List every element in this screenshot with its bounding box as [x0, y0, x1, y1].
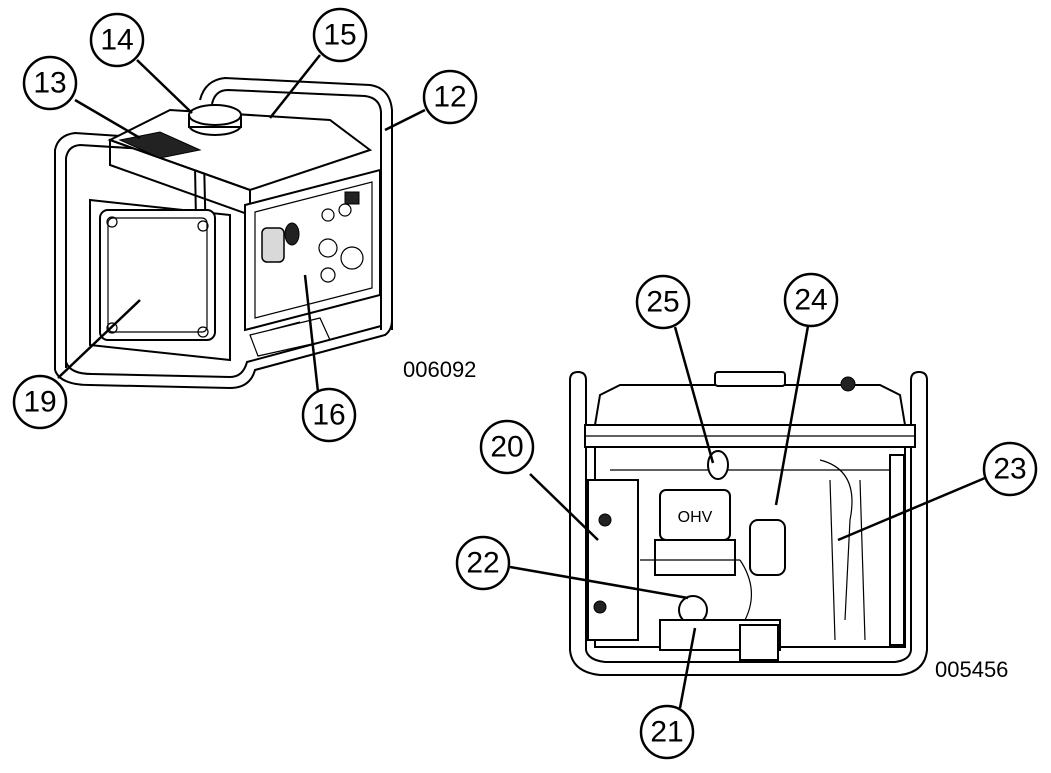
callout-20-label: 20 — [490, 431, 523, 464]
callout-16: 16 — [301, 387, 357, 443]
leader-13 — [74, 98, 141, 140]
callout-13: 13 — [22, 55, 78, 111]
callout-15: 15 — [312, 7, 368, 63]
callout-15-label: 15 — [323, 19, 356, 52]
leader-12 — [384, 108, 426, 132]
leader-22 — [509, 565, 689, 600]
callout-12: 12 — [422, 69, 478, 125]
callout-24: 24 — [783, 272, 839, 328]
leader-16 — [303, 274, 320, 393]
engine-mark: OHV — [678, 509, 713, 526]
callout-23-label: 23 — [993, 453, 1026, 486]
leader-19 — [57, 299, 141, 379]
callout-14: 14 — [89, 12, 145, 68]
callout-20: 20 — [479, 419, 535, 475]
callout-19-label: 19 — [23, 386, 56, 419]
callout-16-label: 16 — [312, 399, 345, 432]
leader-24 — [774, 325, 810, 506]
leader-14 — [136, 59, 193, 114]
callout-12-label: 12 — [433, 81, 466, 114]
callout-14-label: 14 — [100, 24, 133, 57]
figure-code-front: 006092 — [403, 357, 476, 382]
callout-22-label: 22 — [466, 547, 499, 580]
callout-23: 23 — [982, 441, 1038, 497]
leader-15 — [269, 54, 321, 119]
callout-21-label: 21 — [650, 716, 683, 749]
figure-code-rear: 005456 — [935, 657, 1008, 682]
callout-25: 25 — [635, 274, 691, 330]
leader-23 — [837, 476, 986, 542]
callout-19: 19 — [12, 374, 68, 430]
callout-25-label: 25 — [646, 286, 679, 319]
callout-24-label: 24 — [794, 284, 827, 317]
callout-21: 21 — [639, 704, 695, 760]
leader-21 — [678, 627, 697, 709]
callout-22: 22 — [455, 535, 511, 591]
callout-13-label: 13 — [33, 67, 66, 100]
rear-view-illustration: OHV 25 24 20 — [455, 272, 1038, 760]
front-view-illustration: 14 15 13 12 19 16 006092 — [12, 7, 478, 443]
leader-20 — [529, 473, 599, 541]
leader-25 — [673, 326, 715, 464]
